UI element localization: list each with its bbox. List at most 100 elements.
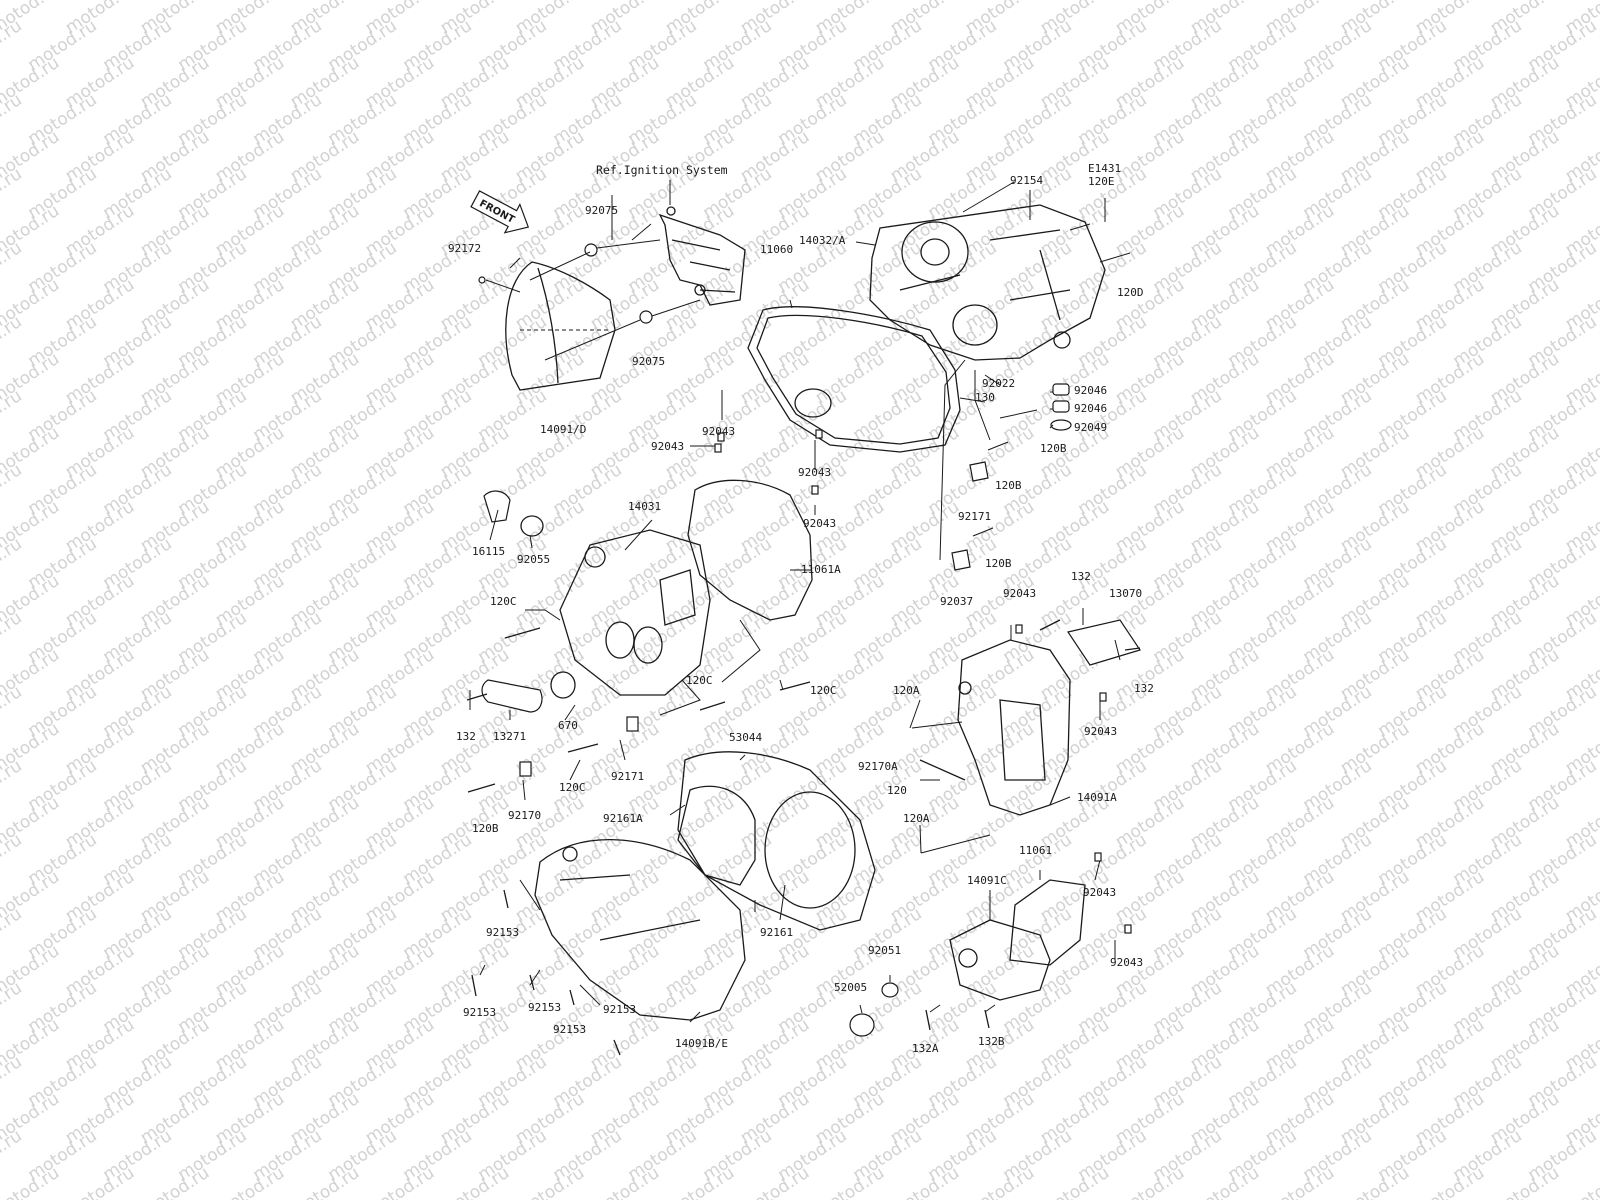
bolt-92172 — [478, 276, 486, 284]
plate-13271 — [481, 679, 543, 713]
crankcase-cover-14032a — [869, 204, 1106, 361]
label-92153: 92153 — [463, 1006, 496, 1019]
label-92075: 92075 — [632, 355, 665, 368]
label-120: 120 — [887, 784, 907, 797]
oil-seal-52005 — [849, 1013, 875, 1037]
label-13070: 13070 — [1109, 587, 1142, 600]
clamp-92171-b — [626, 716, 639, 732]
label-11061: 11061 — [1019, 844, 1052, 857]
label-92046: 92046 — [1074, 402, 1107, 415]
label-92043: 92043 — [1110, 956, 1143, 969]
gasket-11060 — [747, 306, 961, 453]
label-92043: 92043 — [651, 440, 684, 453]
dowel-92043-g — [1094, 852, 1102, 862]
label-92043: 92043 — [702, 425, 735, 438]
bolt-92154 — [962, 181, 1015, 213]
label-132: 132 — [1134, 682, 1154, 695]
label-14091d: 14091/D — [540, 423, 586, 436]
label-92037: 92037 — [940, 595, 973, 608]
watermark-text: motod.ru — [0, 164, 26, 223]
diagram-title: Ref.Ignition System — [596, 163, 728, 177]
watermark-text: motod.ru — [0, 90, 26, 149]
watermark-text: motod.ru — [0, 756, 26, 815]
gasket-11061a — [687, 479, 813, 621]
watermark-text: motod.ru — [0, 1126, 26, 1185]
label-14031: 14031 — [628, 500, 661, 513]
collar-92046-a — [1052, 383, 1070, 396]
label-120a: 120A — [893, 684, 920, 697]
label-92043: 92043 — [1003, 587, 1036, 600]
dowel-92043-h — [1124, 924, 1132, 934]
dowel-92043-c — [815, 429, 823, 439]
label-92154: 92154 — [1010, 174, 1043, 187]
watermark-text: motod.ru — [1562, 1163, 1600, 1200]
gasket-92161a — [677, 785, 756, 886]
bolt-120a-a — [911, 721, 963, 729]
label-92170: 92170 — [508, 809, 541, 822]
label-92043: 92043 — [803, 517, 836, 530]
label-92171: 92171 — [611, 770, 644, 783]
bolt-group — [466, 429, 1141, 1056]
watermark-text: motod.ru — [0, 682, 26, 741]
washer-92051 — [881, 982, 899, 998]
dowel-92043-d — [811, 485, 819, 495]
gasket-11061 — [1009, 879, 1086, 966]
label-120a: 120A — [903, 812, 930, 825]
label-92171: 92171 — [958, 510, 991, 523]
label-120c: 120C — [559, 781, 586, 794]
watermark-text: motod.ru — [0, 386, 26, 445]
label-120b: 120B — [985, 557, 1012, 570]
label-92046: 92046 — [1074, 384, 1107, 397]
label-132: 132 — [456, 730, 476, 743]
label-120b: 120B — [472, 822, 499, 835]
label-120c: 120C — [490, 595, 517, 608]
watermark-text: motod.ru — [0, 312, 26, 371]
clamp-92171 — [969, 461, 989, 482]
label-11061a: 11061A — [801, 563, 841, 576]
label-92161: 92161 — [760, 926, 793, 939]
washer-92049 — [1050, 419, 1072, 431]
label-120b: 120B — [1040, 442, 1067, 455]
dowel-92043-b — [714, 443, 722, 453]
oring-670 — [550, 671, 576, 699]
label-92161a: 92161A — [603, 812, 643, 825]
label-16115: 16115 — [472, 545, 505, 558]
label-132b: 132B — [978, 1035, 1005, 1048]
label-92153: 92153 — [603, 1003, 636, 1016]
dowel-92043-e — [1015, 624, 1023, 634]
cover-14091be — [534, 839, 746, 1021]
watermark-text: motod.ru — [0, 608, 26, 667]
label-14091be: 14091B/E — [675, 1037, 728, 1050]
label-92043: 92043 — [1084, 725, 1117, 738]
label-120c: 120C — [686, 674, 713, 687]
label-92051: 92051 — [868, 944, 901, 957]
clamp-92037 — [951, 549, 971, 571]
dowel-92043-f — [1099, 692, 1107, 702]
label-120b: 120B — [995, 479, 1022, 492]
label-14091a: 14091A — [1077, 791, 1117, 804]
label-132: 132 — [1071, 570, 1091, 583]
washer-92075-b — [639, 310, 653, 324]
label-92170a: 92170A — [858, 760, 898, 773]
label-92043: 92043 — [1083, 886, 1116, 899]
watermark-text: motod.ru — [0, 16, 26, 75]
plate-13070 — [1067, 619, 1141, 666]
bolt-120b-a — [999, 409, 1038, 419]
washer-92075-a — [584, 243, 598, 257]
label-92043: 92043 — [798, 466, 831, 479]
label-92153: 92153 — [528, 1001, 561, 1014]
ignition-bracket — [658, 180, 746, 306]
label-92022: 92022 — [982, 377, 1015, 390]
label-92153: 92153 — [486, 926, 519, 939]
label-92049: 92049 — [1074, 421, 1107, 434]
label-92055: 92055 — [517, 553, 550, 566]
label-13271: 13271 — [493, 730, 526, 743]
watermark-text: motod.ru — [0, 534, 26, 593]
watermark-text: motod.ru — [0, 978, 26, 1037]
bolt-120b-b — [987, 441, 1009, 451]
label-130: 130 — [975, 391, 995, 404]
bolt-120e — [1069, 223, 1091, 231]
